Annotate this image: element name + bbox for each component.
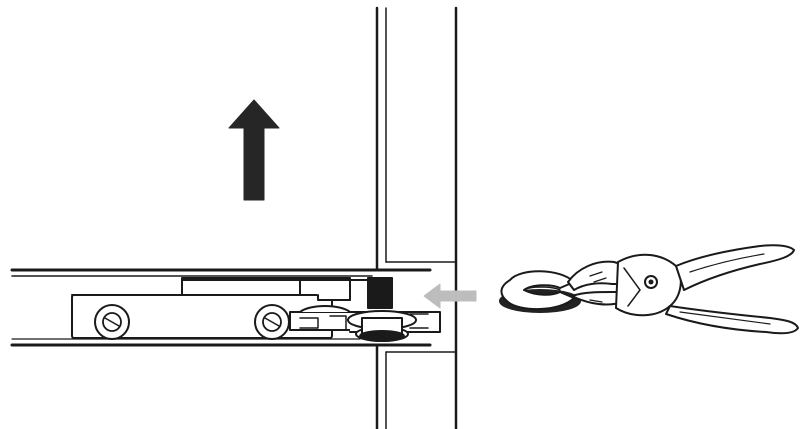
pliers-icon xyxy=(567,244,799,335)
hinge-pin-assembly xyxy=(289,277,441,342)
screw-right xyxy=(254,304,290,340)
screw-left xyxy=(94,304,130,340)
cabinet-wall xyxy=(375,6,458,429)
arrow-up-icon xyxy=(228,99,280,201)
spacer-washer-icon xyxy=(499,270,581,313)
arrow-left-icon xyxy=(423,283,477,309)
hinge-rail xyxy=(10,268,432,347)
